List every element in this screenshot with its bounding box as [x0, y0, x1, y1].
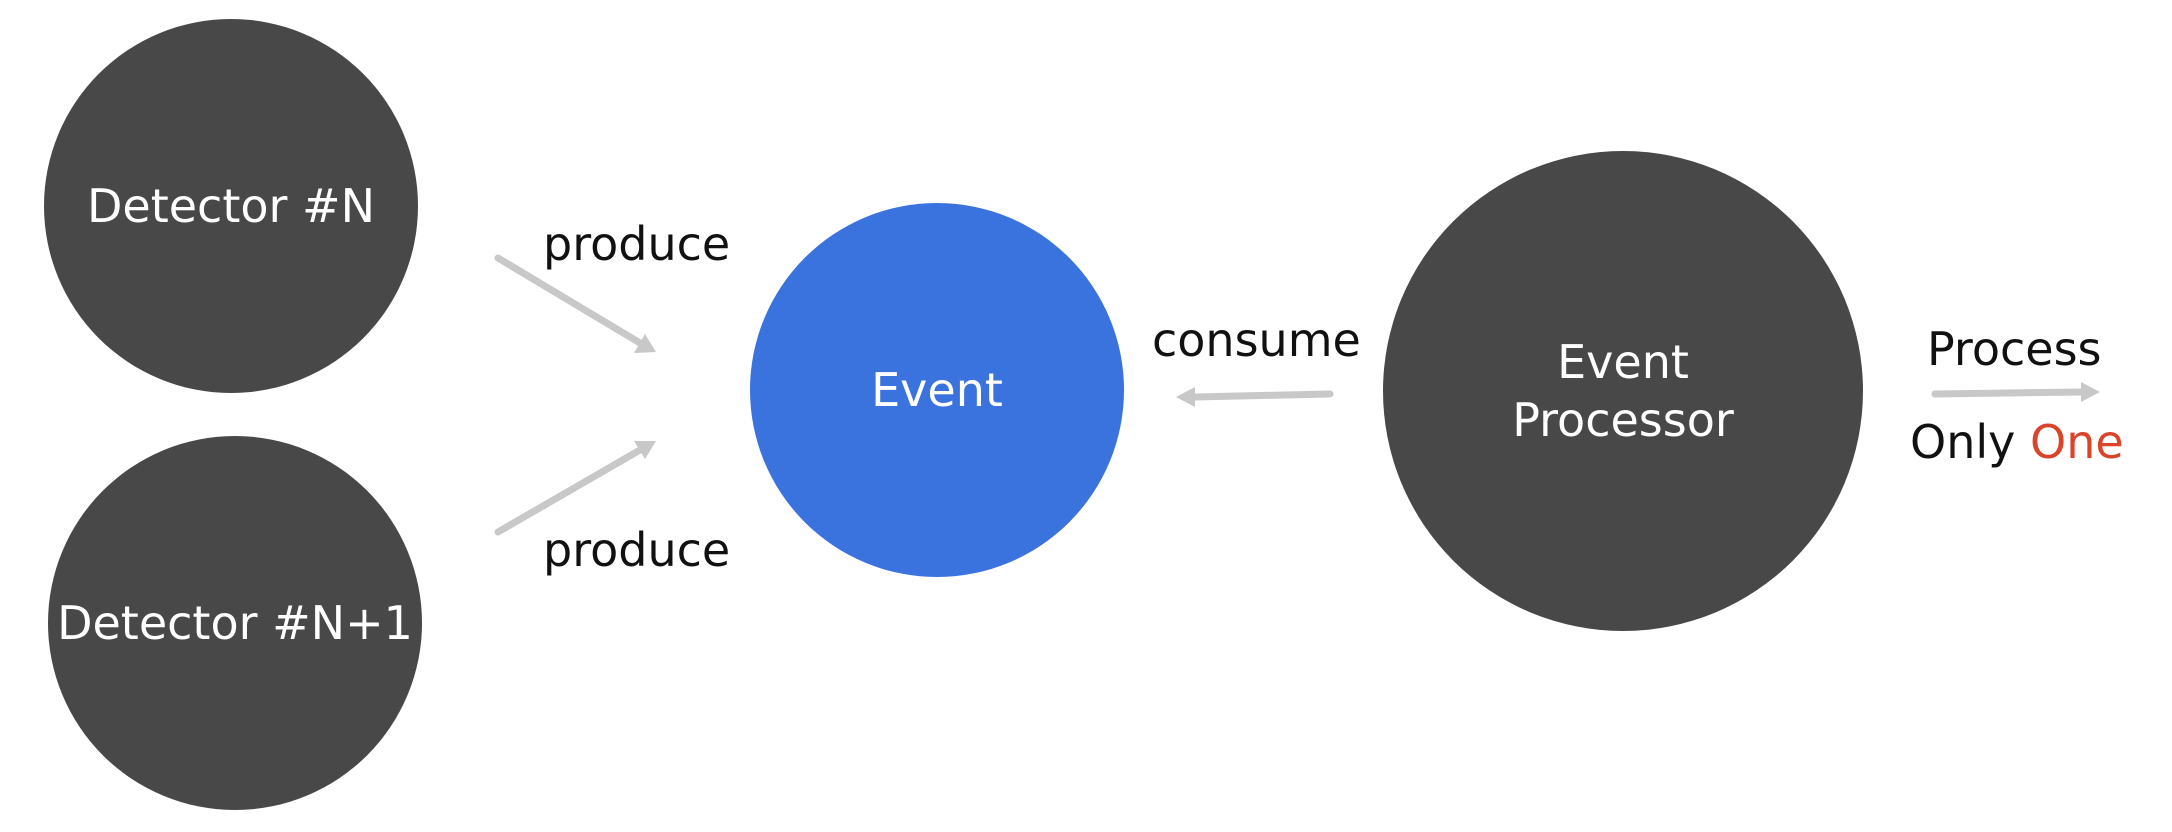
- one-text: One: [2030, 415, 2124, 469]
- event-processor-label-line1: Event: [1557, 335, 1689, 389]
- detector-n1-label: Detector #N+1: [57, 596, 413, 650]
- event-processor-label-line2: Processor: [1512, 393, 1734, 447]
- detector-n-label: Detector #N: [86, 179, 376, 233]
- detector-n-node: Detector #N: [44, 19, 418, 393]
- consume-arrow: [1191, 390, 1334, 401]
- consume-arrow-head: [1176, 387, 1195, 407]
- event-node: Event: [750, 203, 1124, 577]
- detector-n1-node: Detector #N+1: [48, 436, 422, 810]
- only-one-label: Only One: [1910, 414, 2124, 470]
- produce-label-top: produce: [543, 217, 731, 271]
- produce-arrow-top: [494, 254, 644, 347]
- process-label: Process: [1927, 322, 2102, 376]
- event-processor-label: Event Processor: [1512, 333, 1734, 449]
- process-arrow: [1931, 388, 2086, 398]
- produce-arrow-bottom-head: [634, 441, 656, 459]
- produce-arrow-top-head: [634, 334, 656, 353]
- consume-label: consume: [1152, 313, 1361, 367]
- produce-arrow-bottom: [494, 446, 644, 536]
- event-processor-node: Event Processor: [1383, 151, 1863, 631]
- only-text: Only: [1910, 415, 2016, 469]
- event-label: Event: [871, 363, 1003, 417]
- produce-label-bottom: produce: [543, 523, 731, 577]
- process-arrow-head: [2081, 382, 2100, 402]
